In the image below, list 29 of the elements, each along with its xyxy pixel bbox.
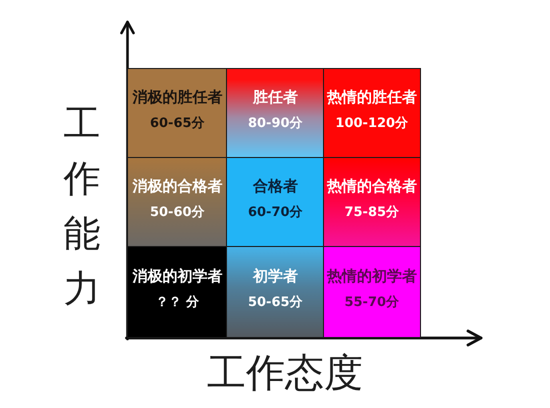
grid-cell xyxy=(323,246,420,338)
score-label: ？？ 分 xyxy=(155,294,200,312)
role-label: 热情的初学者 xyxy=(326,266,417,284)
axis-label: 工作态度 xyxy=(206,350,364,398)
grid-cell xyxy=(127,68,228,158)
score-label: 60-70分 xyxy=(248,204,303,222)
role-label: 消极的胜任者 xyxy=(132,88,222,106)
role-label: 消极的初学者 xyxy=(132,266,222,284)
role-label: 消极的合格者 xyxy=(132,176,222,195)
grid-cell xyxy=(226,68,324,158)
role-label: 合格者 xyxy=(252,176,298,195)
grid-cell xyxy=(323,68,420,158)
score-label: 55-70分 xyxy=(344,294,400,312)
grid-cell xyxy=(323,157,420,248)
score-label: 60-65分 xyxy=(150,114,205,133)
score-label: 75-85分 xyxy=(344,204,400,222)
grid-cell xyxy=(226,246,324,338)
role-label: 初学者 xyxy=(252,266,298,284)
score-label: 50-65分 xyxy=(248,294,303,312)
score-label: 100-120分 xyxy=(335,114,408,133)
role-label: 热情的合格者 xyxy=(326,176,417,195)
grid-cell xyxy=(226,157,324,248)
grid-cell xyxy=(127,157,228,248)
score-label: 80-90分 xyxy=(248,114,303,133)
score-label: 50-60分 xyxy=(150,204,205,222)
grid-cell xyxy=(127,246,228,338)
axis-label: 工作能力 xyxy=(62,101,102,312)
role-label: 胜任者 xyxy=(252,88,298,106)
role-label: 热情的胜任者 xyxy=(326,88,417,106)
